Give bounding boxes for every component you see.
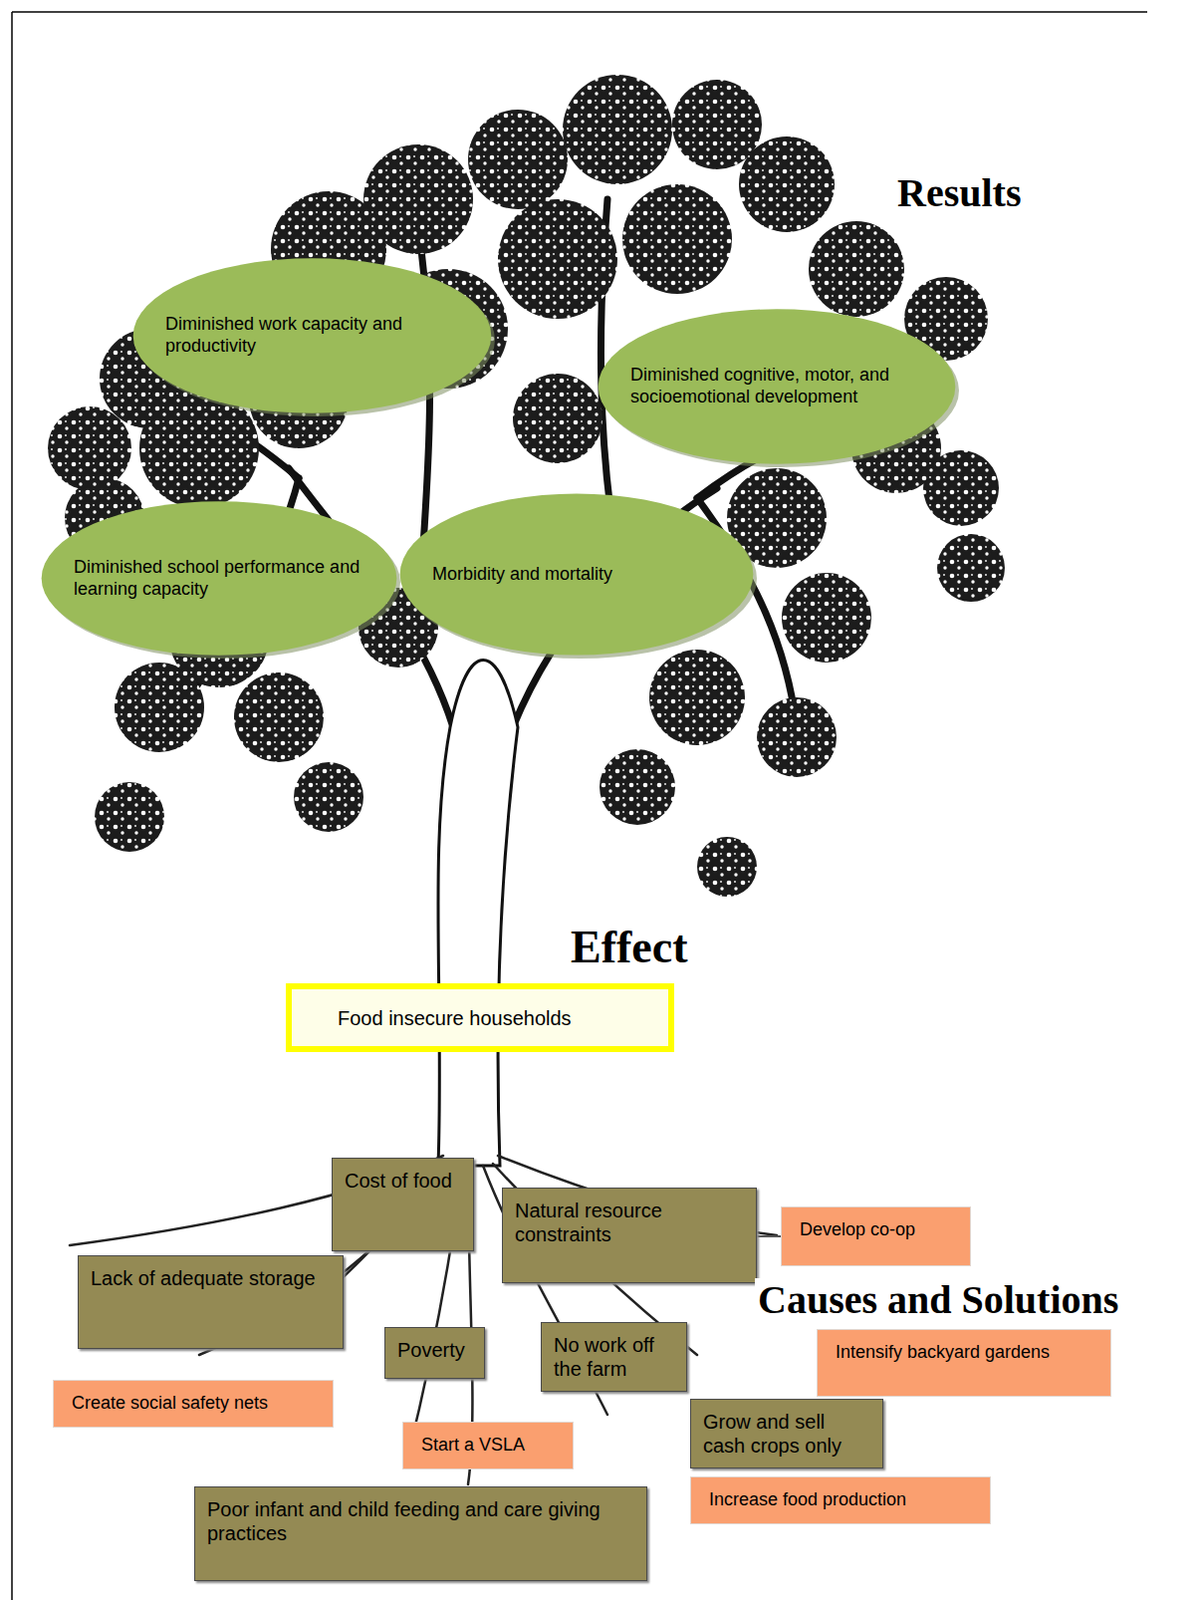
effect-box: Food insecure households — [285, 982, 675, 1052]
result-ellipse: Morbidity and mortality — [396, 489, 757, 659]
text-wrap: Create social safety nets — [71, 1392, 315, 1415]
node-text: Morbidity and mortality — [432, 563, 613, 586]
node-text: Diminished school performance and learni… — [73, 556, 371, 600]
result-ellipse: Diminished school performance and learni… — [37, 497, 401, 659]
result-ellipse: Diminished work capacity and productivit… — [129, 254, 495, 417]
section-label: Effect — [567, 922, 691, 973]
text-wrap: Diminished work capacity and productivit… — [165, 313, 466, 357]
node-text: Diminished cognitive, motor, and socioem… — [630, 364, 930, 408]
text-wrap: Lack of adequate storage — [90, 1265, 331, 1290]
result-ellipse: Diminished cognitive, motor, and socioem… — [594, 305, 960, 468]
page-frame — [11, 11, 1148, 1600]
solution-box: Create social safety nets — [52, 1379, 334, 1428]
section-label: Results — [894, 171, 1024, 216]
node-text: Food insecure households — [337, 1005, 572, 1030]
node-text: Diminished work capacity and productivit… — [165, 313, 466, 357]
text-wrap: Cost of food — [344, 1168, 462, 1193]
text-wrap: Diminished school performance and learni… — [73, 556, 371, 600]
text-wrap: Start a VSLA — [421, 1434, 555, 1456]
text-wrap: Grow and sell cash crops only — [703, 1409, 871, 1457]
text-wrap: Intensify backyard gardens — [835, 1341, 1093, 1364]
node-text: No work off the farm — [553, 1332, 675, 1381]
text-wrap: Poor infant and child feeding and care g… — [207, 1496, 635, 1545]
node-text: Increase food production — [709, 1488, 972, 1511]
connector-line — [756, 1234, 781, 1237]
solution-box: Intensify backyard gardens — [816, 1328, 1112, 1397]
cause-box: Poor infant and child feeding and care g… — [194, 1485, 648, 1581]
node-text: Develop co-op — [799, 1218, 953, 1241]
text-wrap: Natural resource constraints — [514, 1198, 744, 1246]
text-wrap: Diminished cognitive, motor, and socioem… — [630, 364, 930, 408]
node-text: Cost of food — [344, 1168, 462, 1193]
text-wrap: Develop co-op — [799, 1218, 953, 1241]
cause-box: Grow and sell cash crops only — [690, 1398, 884, 1468]
cause-box: Cost of food — [331, 1157, 475, 1251]
trunk — [438, 660, 518, 1167]
node-text: Natural resource constraints — [514, 1198, 744, 1246]
node-text: Poverty — [397, 1337, 473, 1362]
cause-box: Natural resource constraints — [501, 1187, 757, 1283]
text-wrap: No work off the farm — [553, 1332, 675, 1381]
section-label: Causes and Solutions — [754, 1277, 1122, 1322]
node-text: Create social safety nets — [71, 1392, 315, 1415]
cause-box: Poverty — [384, 1326, 485, 1379]
foliage — [47, 74, 1005, 897]
node-text: Grow and sell cash crops only — [703, 1409, 871, 1457]
cause-box: Lack of adequate storage — [77, 1254, 344, 1349]
node-text: Lack of adequate storage — [90, 1265, 331, 1290]
node-text: Poor infant and child feeding and care g… — [207, 1496, 635, 1545]
text-wrap: Morbidity and mortality — [432, 563, 613, 586]
solution-box: Start a VSLA — [402, 1421, 574, 1469]
text-wrap: Poverty — [397, 1337, 473, 1362]
node-text: Intensify backyard gardens — [835, 1341, 1093, 1364]
text-wrap: Increase food production — [709, 1488, 972, 1511]
cause-box: No work off the farm — [540, 1321, 688, 1392]
node-text: Start a VSLA — [421, 1434, 555, 1456]
solution-box: Develop co-op — [780, 1205, 971, 1266]
roots — [69, 1155, 777, 1484]
solution-box: Increase food production — [690, 1475, 991, 1524]
text-wrap: Food insecure households — [337, 1005, 572, 1030]
